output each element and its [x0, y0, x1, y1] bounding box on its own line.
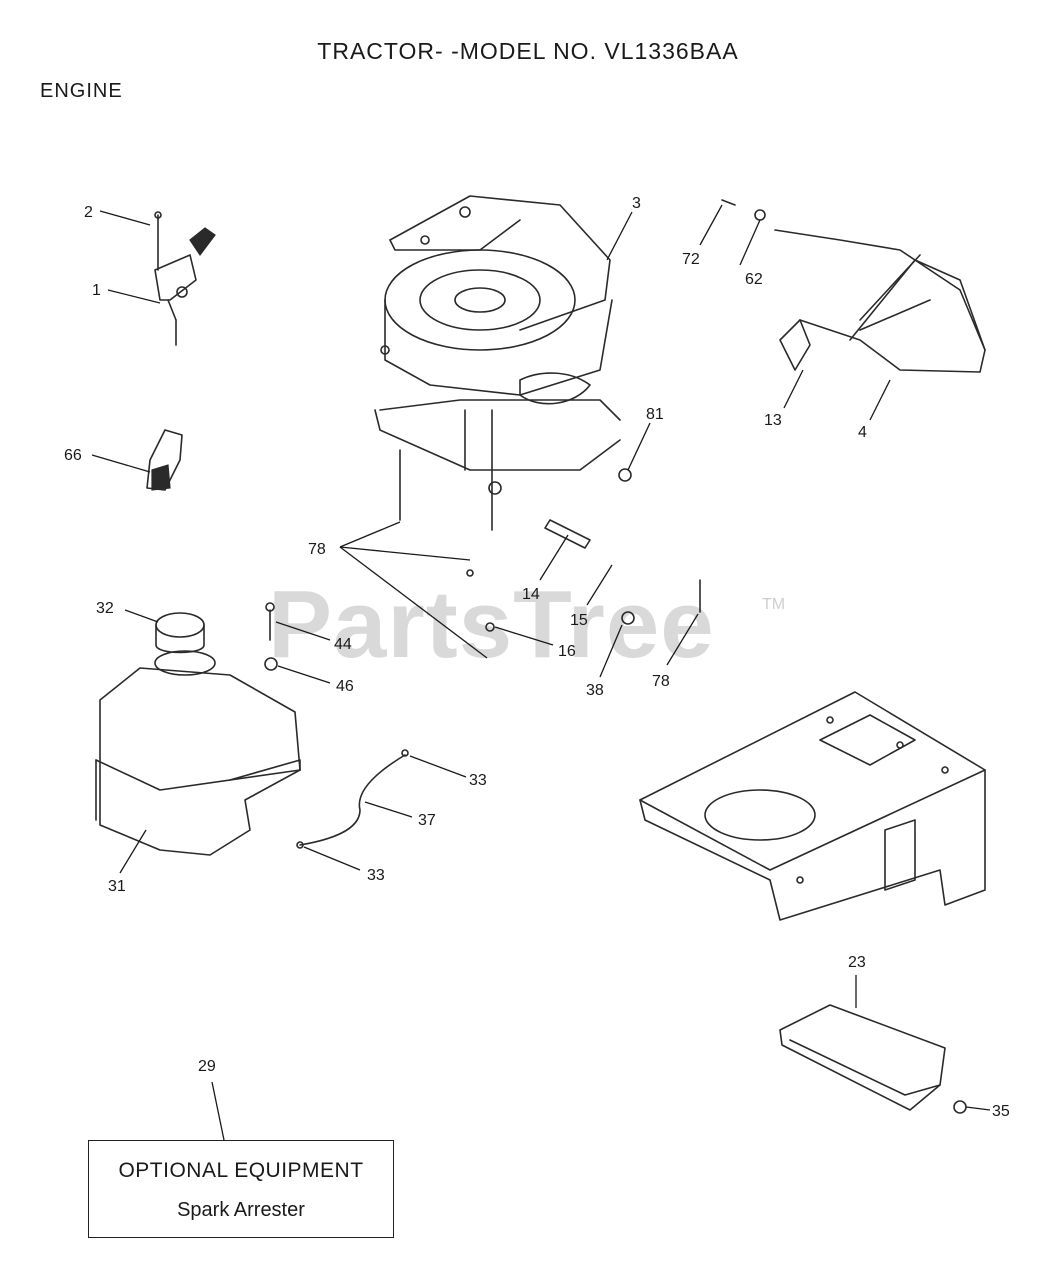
callout-15: 15: [570, 612, 588, 629]
fuel-line-part: [296, 749, 409, 849]
part-35: [953, 1100, 967, 1114]
optional-equipment-box: OPTIONAL EQUIPMENT Spark Arrester: [88, 1140, 394, 1238]
callout-labels: 2 1 3 72 62 13 4 66 81 78 14 15 16 38 78…: [64, 195, 1010, 1120]
callout-2: 2: [84, 204, 93, 221]
bolt-washer-part: [264, 602, 278, 671]
callout-14: 14: [522, 586, 540, 603]
throttle-control-part: [154, 211, 216, 346]
fuel-tank-part: [95, 650, 301, 856]
callout-23: 23: [848, 954, 866, 971]
callout-4: 4: [858, 424, 867, 441]
optional-equipment-heading: OPTIONAL EQUIPMENT: [118, 1159, 364, 1182]
watermark-trademark: TM: [762, 596, 786, 613]
callout-29: 29: [198, 1058, 216, 1075]
fuel-cap-part: [155, 612, 205, 654]
callout-62: 62: [745, 271, 763, 288]
callout-37: 37: [418, 812, 436, 829]
callout-78: 78: [308, 541, 326, 558]
callout-3: 3: [632, 195, 641, 212]
callout-1: 1: [92, 282, 101, 299]
callout-78b: 78: [652, 673, 670, 690]
callout-16: 16: [558, 643, 576, 660]
callout-38: 38: [586, 682, 604, 699]
plate-part: [779, 1004, 946, 1111]
chassis-frame-part: [639, 691, 986, 921]
callout-72: 72: [682, 251, 700, 268]
clip-part: [146, 429, 183, 491]
callout-31: 31: [108, 878, 126, 895]
callout-44: 44: [334, 636, 352, 653]
part-81: [618, 468, 632, 482]
callout-81: 81: [646, 406, 664, 423]
callout-35: 35: [992, 1103, 1010, 1120]
air-cleaner-part: [721, 199, 986, 373]
callout-33b: 33: [367, 867, 385, 884]
hardware-parts: [466, 519, 701, 632]
section-label: ENGINE: [40, 80, 123, 102]
callout-46: 46: [336, 678, 354, 695]
spark-arrester-label: Spark Arrester: [177, 1199, 305, 1221]
engine-part: [374, 195, 621, 531]
diagram-title: TRACTOR- -MODEL NO. VL1336BAA: [317, 38, 739, 64]
callout-32: 32: [96, 600, 114, 617]
leader-lines: [91, 204, 991, 1141]
callout-33: 33: [469, 772, 487, 789]
callout-66: 66: [64, 447, 82, 464]
callout-13: 13: [764, 412, 782, 429]
